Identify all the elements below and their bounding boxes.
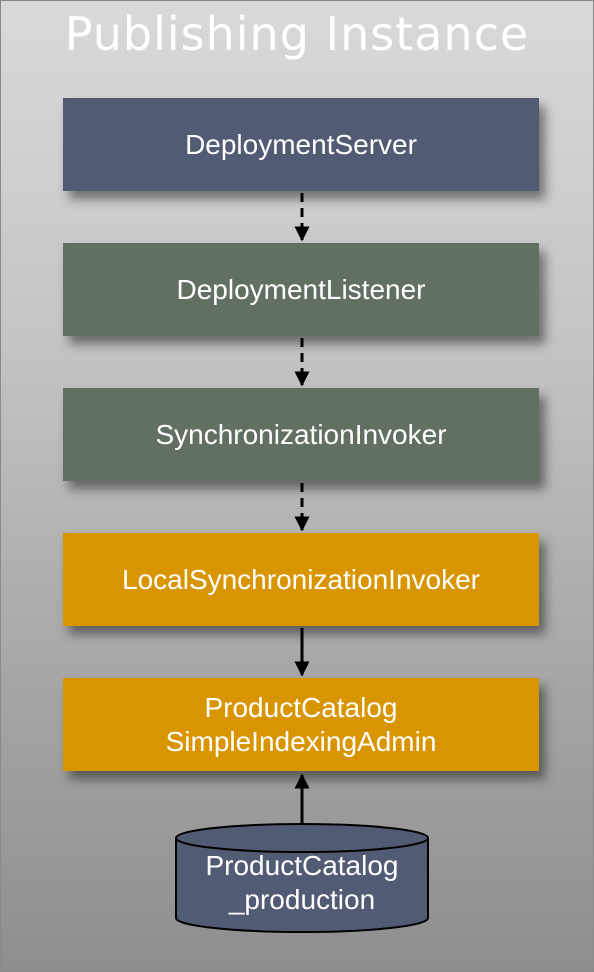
diagram-title: Publishing Instance [64, 7, 530, 61]
local-synchronization-invoker-box: LocalSynchronizationInvoker [63, 533, 539, 626]
database-label: ProductCatalog _production [205, 850, 399, 915]
deployment-server-box: DeploymentServer [63, 98, 539, 191]
synchronization-invoker-box: SynchronizationInvoker [63, 388, 539, 481]
database-cylinder-shape [175, 823, 429, 933]
indexing-admin-box: ProductCatalog SimpleIndexingAdmin [63, 678, 539, 771]
deployment-listener-box: DeploymentListener [63, 243, 539, 336]
